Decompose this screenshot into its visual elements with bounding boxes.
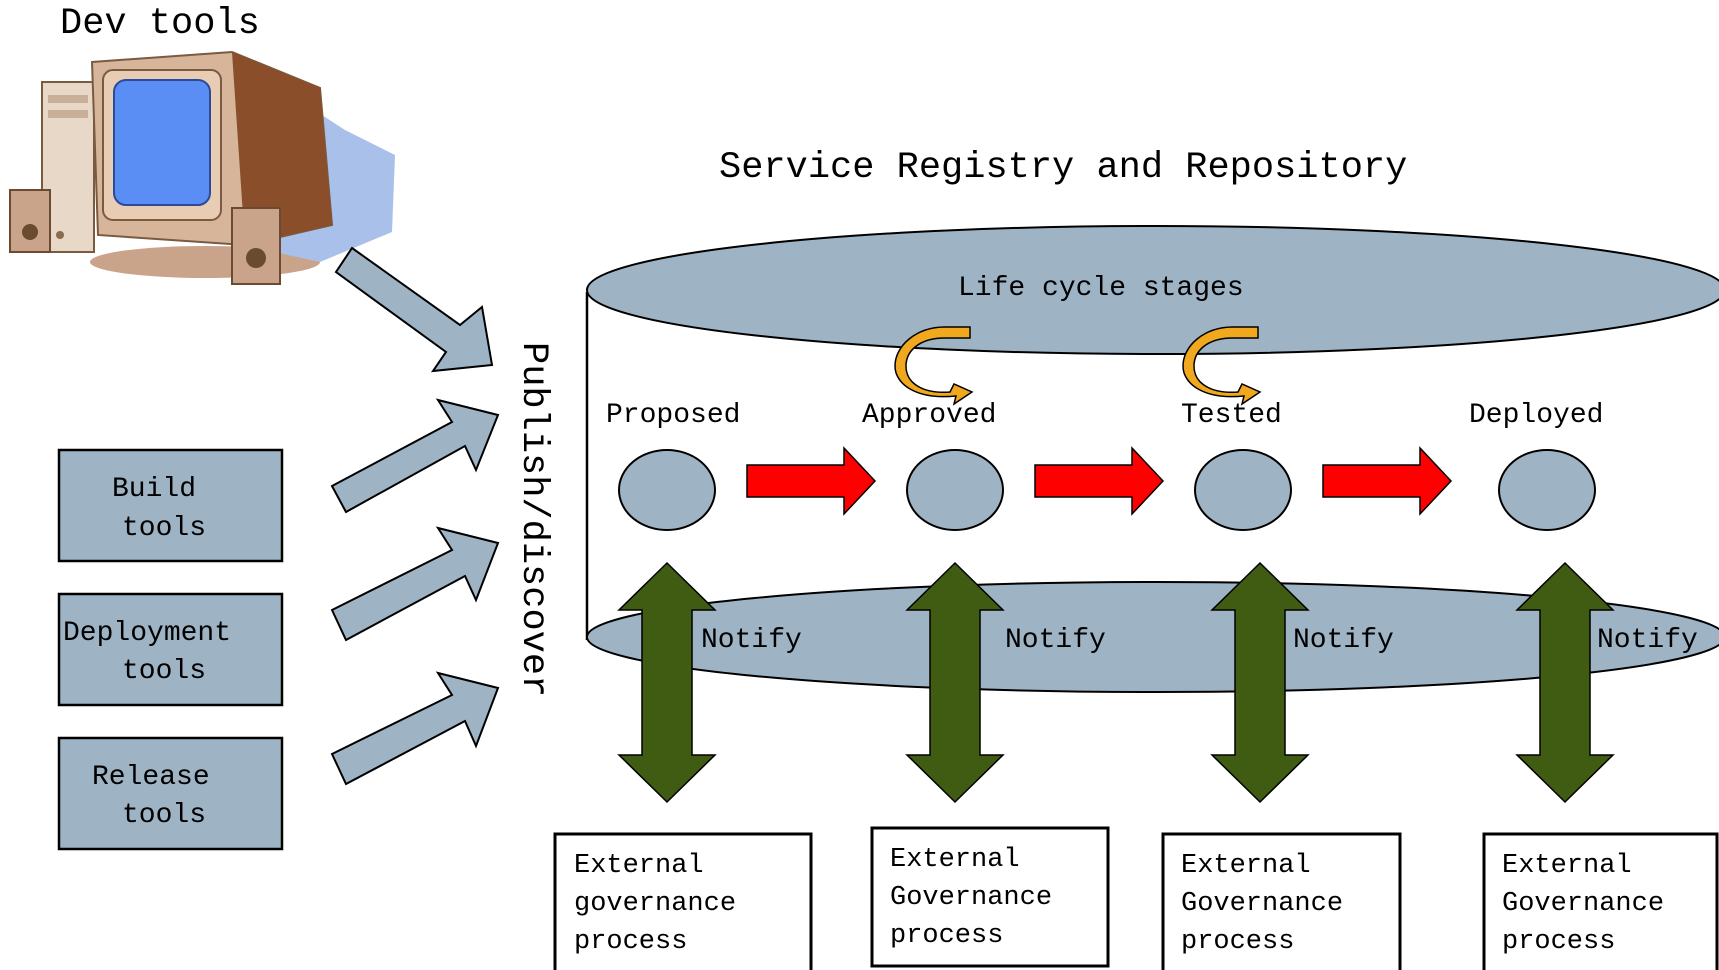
tool-box-deployment: Deployment tools [57, 592, 284, 707]
governance-line: External [890, 845, 1020, 875]
governance-box-2: External Governance process [870, 826, 1110, 968]
governance-line: process [574, 927, 687, 957]
lifecycle-stages-label: Life cycle stages [958, 273, 1244, 304]
tool-box-line2: tools [122, 800, 206, 831]
governance-line: Governance [890, 883, 1052, 913]
registry-cylinder: Life cycle stages [585, 225, 1719, 693]
tool-box-line1: Release [92, 762, 210, 793]
desktop-computer-icon [9, 50, 395, 285]
tool-box-build: Build tools [57, 448, 284, 563]
tool-box-line2: tools [122, 513, 206, 544]
governance-line: process [1181, 927, 1294, 957]
stage-node-proposed [618, 449, 716, 531]
governance-line: External [574, 851, 704, 881]
registry-title: Service Registry and Repository [719, 147, 1407, 189]
stage-label-approved: Approved [862, 400, 996, 431]
tool-box-line1: Build [112, 474, 196, 505]
governance-line: process [1502, 927, 1615, 957]
governance-line: governance [574, 889, 736, 919]
notify-arrow [617, 561, 717, 804]
notify-arrow [1210, 561, 1310, 804]
notify-arrow [905, 561, 1005, 804]
stage-node-approved [906, 449, 1004, 531]
tool-box-release: Release tools [57, 736, 284, 851]
loop-arrow-icon [894, 326, 974, 406]
stage-label-proposed: Proposed [606, 400, 740, 431]
notify-label: Notify [1597, 625, 1698, 656]
notify-label: Notify [701, 625, 802, 656]
notify-label: Notify [1005, 625, 1106, 656]
tool-box-line1: Deployment [63, 618, 231, 649]
stage-label-deployed: Deployed [1469, 400, 1603, 431]
governance-line: External [1181, 851, 1311, 881]
transition-arrow [1322, 446, 1453, 516]
tool-box-line2: tools [122, 656, 206, 687]
transition-arrow [746, 446, 877, 516]
loop-arrow-icon [1182, 326, 1262, 406]
stage-label-tested: Tested [1181, 400, 1282, 431]
governance-line: Governance [1502, 889, 1664, 919]
notify-label: Notify [1293, 625, 1394, 656]
publish-arrows [330, 246, 500, 786]
stage-node-tested [1194, 449, 1292, 531]
governance-box-4: External Governance process [1482, 832, 1719, 970]
stage-node-deployed [1498, 449, 1596, 531]
publish-discover-label: Publish/discover [512, 342, 554, 697]
governance-box-1: External governance process [553, 832, 813, 970]
governance-line: Governance [1181, 889, 1343, 919]
governance-line: process [890, 921, 1003, 951]
notify-arrow [1515, 561, 1615, 804]
transition-arrow [1034, 446, 1165, 516]
governance-box-3: External Governance process [1161, 832, 1402, 970]
governance-line: External [1502, 851, 1632, 881]
dev-tools-label: Dev tools [60, 3, 260, 45]
